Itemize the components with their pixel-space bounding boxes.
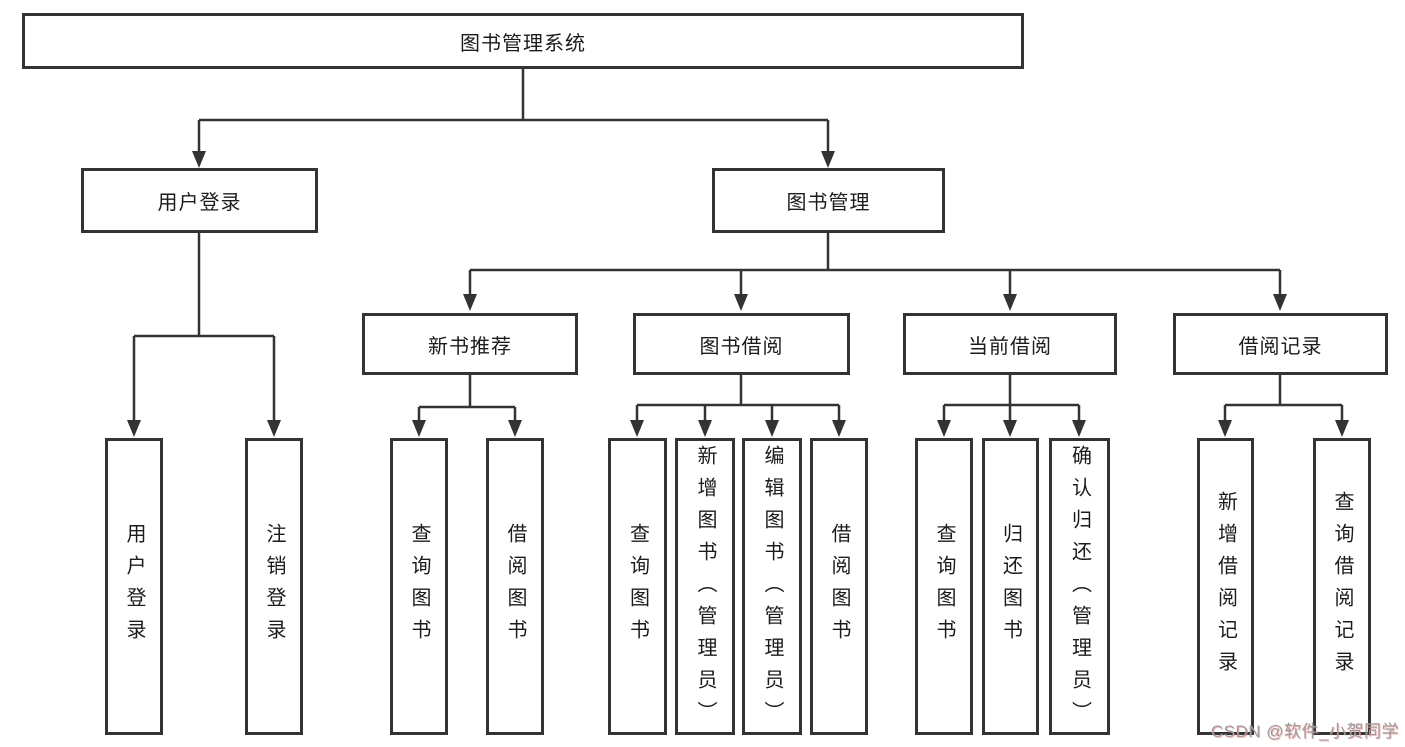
leaf-borrow-query-books: 查询图书: [608, 438, 667, 735]
node-user-login: 用户登录: [81, 168, 318, 233]
node-book-borrowing: 图书借阅: [633, 313, 850, 375]
csdn-watermark: CSDN @软件_小贺同学: [1210, 722, 1399, 741]
node-borrowing-records: 借阅记录: [1173, 313, 1388, 375]
leaf-logout: 注销登录: [245, 438, 303, 735]
node-current-borrowing: 当前借阅: [903, 313, 1117, 375]
leaf-newbook-borrow-books: 借阅图书: [486, 438, 544, 735]
node-new-book-recommend: 新书推荐: [362, 313, 578, 375]
leaf-borrow-edit-books-admin: 编辑图书（管理员）: [742, 438, 802, 735]
leaf-borrow-borrow-books: 借阅图书: [810, 438, 868, 735]
leaf-current-query-books: 查询图书: [915, 438, 973, 735]
leaf-user-login: 用户登录: [105, 438, 163, 735]
leaf-records-query-record: 查询借阅记录: [1313, 438, 1371, 735]
node-book-management: 图书管理: [712, 168, 945, 233]
leaf-current-confirm-return-admin: 确认归还（管理员）: [1049, 438, 1110, 735]
leaf-borrow-add-books-admin: 新增图书（管理员）: [675, 438, 735, 735]
leaf-records-add-record: 新增借阅记录: [1197, 438, 1254, 735]
leaf-newbook-query-books: 查询图书: [390, 438, 448, 735]
node-root-system: 图书管理系统: [22, 13, 1024, 69]
leaf-current-return-books: 归还图书: [982, 438, 1039, 735]
